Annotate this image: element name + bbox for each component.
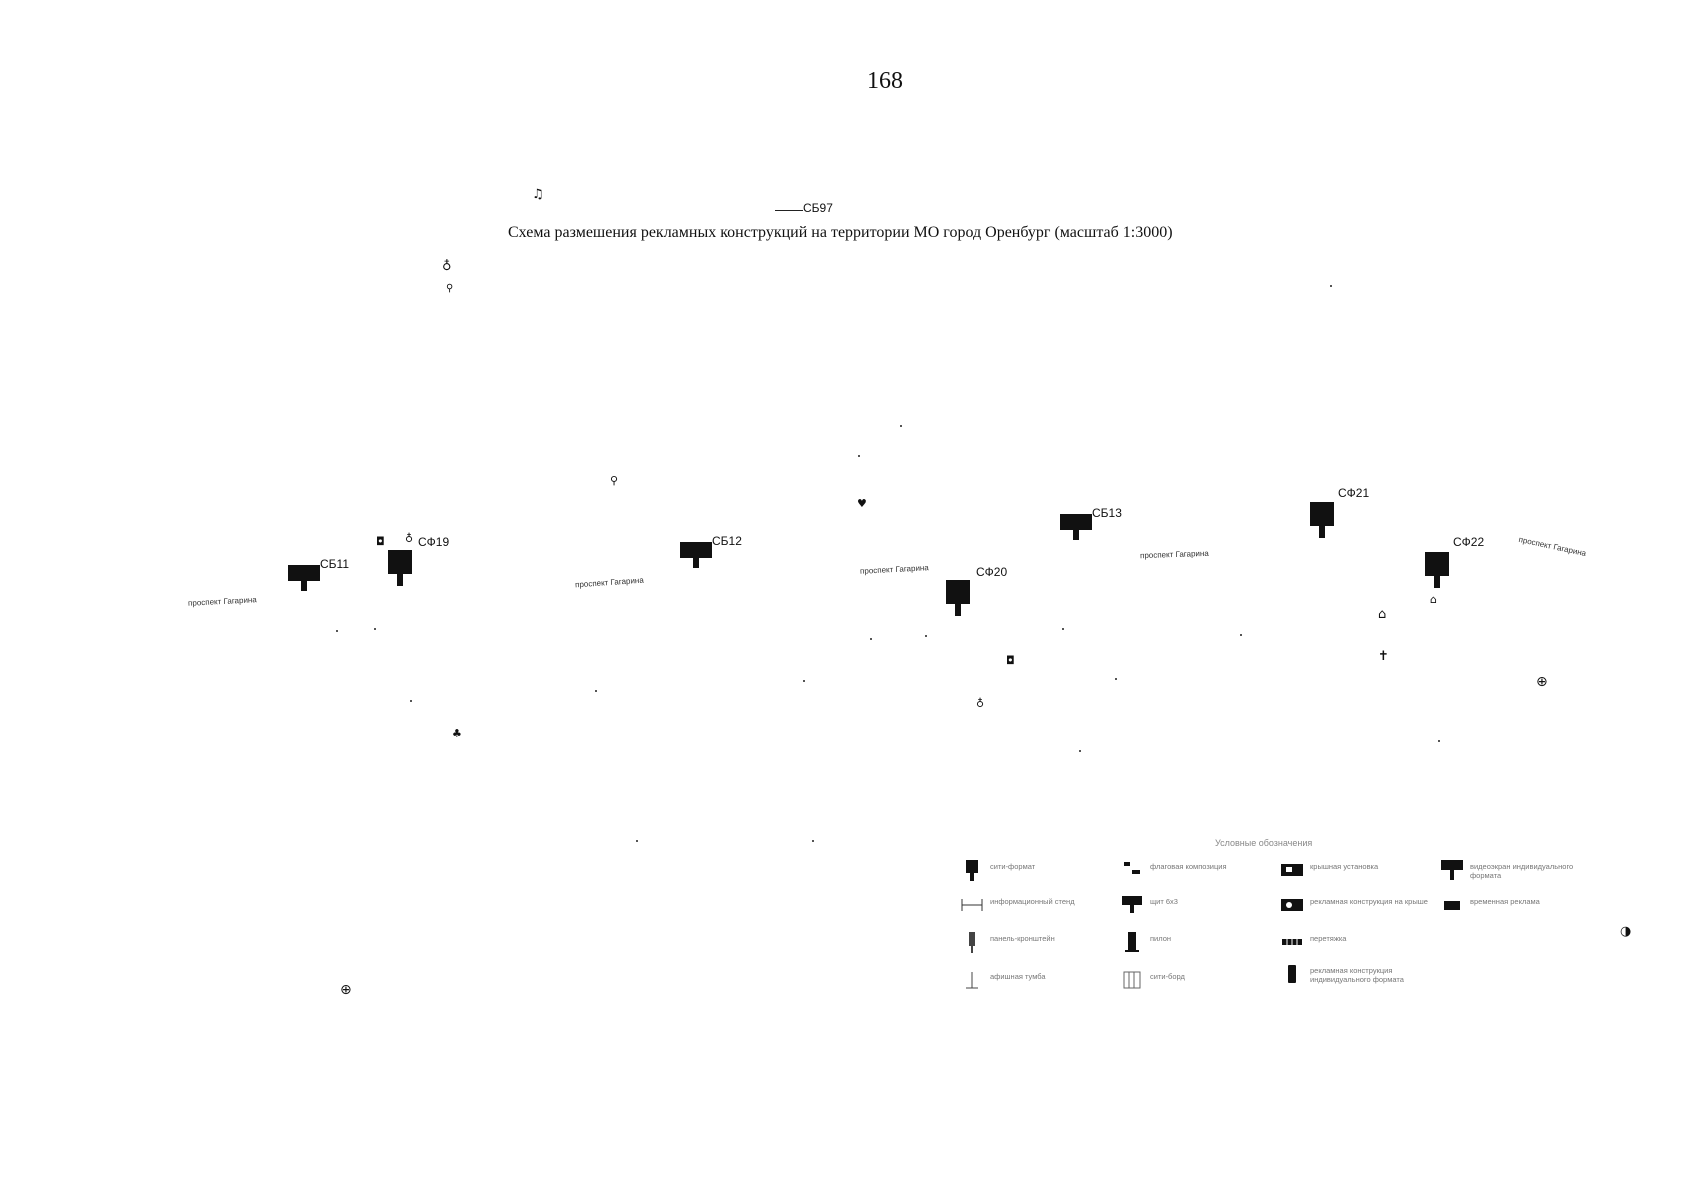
shop-icon: ⌂ <box>1430 593 1437 606</box>
bank-icon: ♁ <box>405 532 414 545</box>
legend-item: сити-формат <box>960 858 1125 888</box>
legend-item: афишная тумба <box>960 968 1125 998</box>
map-title: Схема размешения рекламных конструкций н… <box>508 224 1173 241</box>
temporary-legend-icon <box>1444 901 1460 910</box>
street-label: проспект Гагарина <box>859 563 929 576</box>
map-dot <box>1330 285 1332 287</box>
map-legend: Условные обозначения сити-формат флагова… <box>960 838 1610 1018</box>
sign-label: СФ21 <box>1338 486 1370 500</box>
tall-legend-icon <box>1288 965 1296 983</box>
pole-legend-icon <box>969 932 975 953</box>
billboard-icon <box>288 565 320 591</box>
heart-icon: ♥ <box>857 497 867 510</box>
church-icon: ⌂ <box>1378 607 1387 622</box>
map-dot <box>925 635 927 637</box>
map-dot <box>858 455 860 457</box>
legend-item: сити-борд <box>1120 968 1285 998</box>
flag-legend-icon <box>1124 862 1140 874</box>
map-pin-icon: ⚲ <box>446 283 454 294</box>
map-dot <box>595 690 597 692</box>
sign-label: СБ13 <box>1092 506 1122 520</box>
street-label: проспект Гагарина <box>1139 548 1209 561</box>
sign-label: СБ11 <box>320 557 349 571</box>
shield-legend-icon <box>1122 896 1142 913</box>
shop-icon: ◘ <box>1006 654 1015 667</box>
map-dot <box>870 638 872 640</box>
map-dot <box>1062 628 1064 630</box>
map-pin-icon: ⚲ <box>610 474 619 487</box>
map-dot <box>1079 750 1081 752</box>
map-dot <box>410 700 412 702</box>
gas-station-icon: ♣ <box>452 727 462 740</box>
hospital-cross-icon: ⊕ <box>1536 674 1548 690</box>
cross-icon: ✝ <box>1378 649 1389 664</box>
city-format-icon <box>1310 502 1334 538</box>
legend-item: флаговая композиция <box>1120 858 1285 888</box>
legend-item: рекламная конструкция индивидуального фо… <box>1280 962 1445 992</box>
map-dot <box>374 628 376 630</box>
page-number: 168 <box>867 68 903 94</box>
stand-legend-icon <box>961 899 983 911</box>
billboard-legend-icon <box>966 860 978 881</box>
complex-legend-icon <box>1281 899 1303 911</box>
map-dot <box>803 680 805 682</box>
legend-item: видеоэкран индивидуального формата <box>1440 858 1605 888</box>
pylon-legend-icon <box>1125 932 1139 952</box>
bank-icon: ♁ <box>976 697 985 710</box>
legend-item: щит 6х3 <box>1120 893 1285 923</box>
sign-label: СФ22 <box>1453 535 1485 549</box>
sign-label: СФ19 <box>418 535 450 549</box>
legend-item: панель-кронштейн <box>960 930 1125 960</box>
legend-item: информационный стенд <box>960 893 1125 923</box>
shield-icon: ◘ <box>376 535 385 548</box>
map-dot <box>900 425 902 427</box>
street-label: проспект Гагарина <box>187 595 257 608</box>
stretch-legend-icon <box>1282 939 1302 945</box>
sign-label: СБ12 <box>712 534 742 548</box>
legend-item: временная реклама <box>1440 893 1605 923</box>
sign-label: СФ20 <box>976 565 1008 579</box>
map-dot <box>1240 634 1242 636</box>
sign-line-mark <box>775 210 803 211</box>
grid-legend-icon <box>1123 971 1141 989</box>
map-pin-icon: ◑ <box>1620 924 1632 939</box>
legend-item: пилон <box>1120 930 1285 960</box>
city-format-icon <box>1425 552 1449 588</box>
street-label: проспект Гагарина <box>1517 534 1587 559</box>
city-format-icon <box>388 550 412 586</box>
sign-legend-icon <box>966 972 978 989</box>
legend-item: перетяжка <box>1280 930 1445 960</box>
map-dot <box>812 840 814 842</box>
map-dot <box>1115 678 1117 680</box>
sign-label: СБ97 <box>803 201 833 215</box>
map-dot <box>1438 740 1440 742</box>
billboard-icon <box>1060 514 1092 540</box>
legend-item: рекламная конструкция на крыше <box>1280 893 1445 923</box>
city-format-icon <box>946 580 970 616</box>
screen-legend-icon <box>1441 860 1463 880</box>
music-note-icon: ♫ <box>532 187 544 202</box>
bank-icon: ♁ <box>442 259 452 274</box>
hospital-cross-icon: ⊕ <box>340 982 352 998</box>
map-dot <box>636 840 638 842</box>
roof-legend-icon <box>1281 864 1303 876</box>
legend-title: Условные обозначения <box>1215 838 1313 848</box>
billboard-icon <box>680 542 712 568</box>
street-label: проспект Гагарина <box>574 575 645 590</box>
legend-item: крышная установка <box>1280 858 1445 888</box>
map-area[interactable]: СБ97 СБ11 СФ19 СБ12 СФ20 СБ13 СФ21 СФ22 … <box>0 150 1697 1050</box>
map-dot <box>336 630 338 632</box>
